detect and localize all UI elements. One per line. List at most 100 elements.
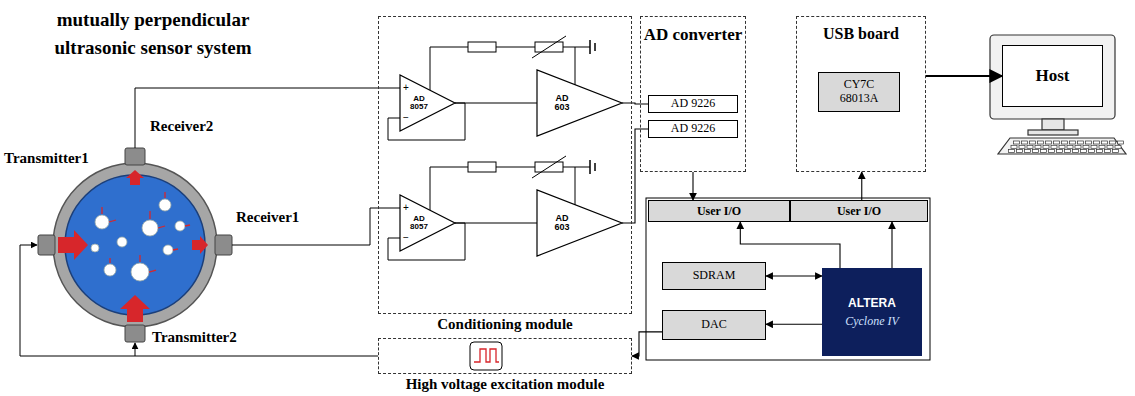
chip-box: CY7C 68013A [818,72,900,112]
key [1099,145,1105,148]
fpga-chip: ALTERA Cyclone IV [822,268,922,356]
key [1083,145,1089,148]
key [1022,141,1028,144]
key [1115,145,1121,148]
key [1078,141,1084,144]
pin-sign: − [403,232,409,244]
signal-connector [622,129,648,223]
module-box: CY7C 68013A USB board [796,16,926,172]
key [1025,150,1031,153]
node-label: AD 8057 [407,95,431,112]
signal-connector [455,102,537,103]
excitation-wires [20,245,378,356]
key [1089,150,1095,153]
key [1035,145,1041,148]
memory-box: SDRAM [662,262,766,290]
node-label: CY7C 68013A [834,78,884,106]
key [1118,141,1124,144]
pin-sign: − [403,112,409,124]
host-screen: Host [1002,45,1103,107]
key [1049,150,1055,153]
chip-box: AD 9226 [648,95,738,113]
node-label: ALTERA [848,296,896,310]
key [1009,150,1015,153]
transducer-label: Transmitter2 [152,328,237,346]
key [1102,141,1108,144]
key [1094,141,1100,144]
signal-connector [622,103,648,104]
scatter-arrows [102,192,190,272]
key [1097,150,1103,153]
transducer-label: Receiver1 [236,208,299,226]
io-bar: User I/O [790,200,928,222]
key [1067,145,1073,148]
dac-box: DAC [662,310,766,340]
key [1038,141,1044,144]
amplifier-networks [388,36,595,260]
key [1065,150,1071,153]
triangle-outline [537,70,622,136]
pulse-icon [470,342,502,370]
node-label: Host [1036,66,1070,86]
wave-arrows [58,170,208,322]
key [1033,150,1039,153]
key [1017,150,1023,153]
chip-family: Cyclone IV [845,314,899,329]
title-text: mutually perpendicular ultrasonic sensor… [18,6,288,61]
io-bar: User I/O [648,200,790,222]
pin-sign: + [403,82,409,94]
node-label: AD 8057 [407,215,431,232]
node-label: AD converter [641,25,745,45]
triangle-outline [537,190,622,256]
signal-connector [632,332,662,356]
key [1107,145,1113,148]
diagram-title: mutually perpendicular ultrasonic sensor… [18,6,288,61]
key [1113,150,1119,153]
node-label: User I/O [697,204,741,219]
amplifier-triangle: AD 603 [537,70,622,136]
signal-connector [891,222,892,268]
node-label: AD 603 [551,94,573,113]
amplifier-triangle: AD 603 [537,190,622,256]
node-label: User I/O [837,204,881,219]
node-label: Conditioning module [379,316,631,333]
key [1041,150,1047,153]
key [1043,145,1049,148]
signal-connector [766,275,822,276]
chip-box: AD 9226 [648,120,738,138]
module-box: High voltage excitation module [378,338,632,374]
key [1046,141,1052,144]
node-label: DAC [701,318,726,332]
key [1059,145,1065,148]
sensor-pipe [53,163,217,327]
signal-connector [455,222,537,223]
pin-sign: + [403,202,409,214]
signal-connector [926,75,1002,77]
key [1075,145,1081,148]
node-label: High voltage excitation module [379,376,631,393]
transducer-label: Receiver2 [150,117,213,135]
node-label: AD 9226 [671,97,715,111]
transducers [38,148,232,342]
key [1011,145,1017,148]
signal-connector [861,172,862,200]
key [1105,150,1111,153]
key [1054,141,1060,144]
computer-icon [990,35,1126,154]
key [1057,150,1063,153]
key [1027,145,1033,148]
module-box: AD 9226 AD 9226 AD converter [640,16,746,172]
key [1086,141,1092,144]
receiver-wires [135,88,400,245]
key [1019,145,1025,148]
key [1070,141,1076,144]
key [1014,141,1020,144]
node-label: SDRAM [693,269,736,283]
transducer-label: Transmitter1 [4,149,89,167]
key [1091,145,1097,148]
key [1081,150,1087,153]
module-box: AD 8057AD 603AD 8057AD 603Conditioning m… [378,16,632,314]
node-label: USB board [797,25,925,43]
key [1051,145,1057,148]
